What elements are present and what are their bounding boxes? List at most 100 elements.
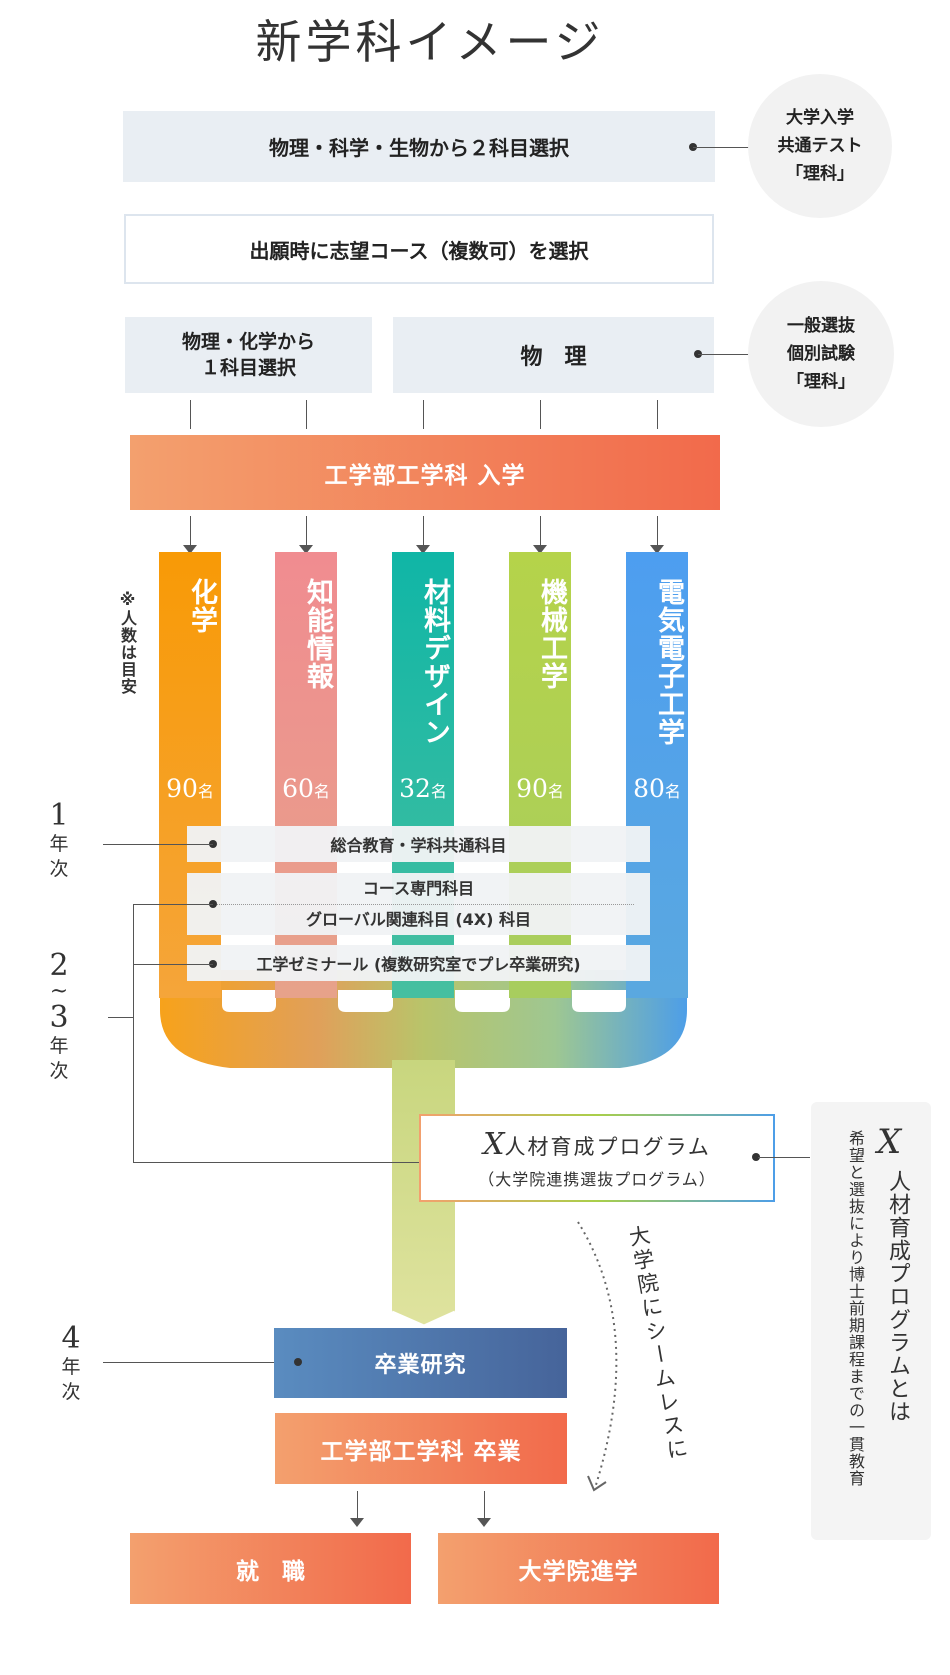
select-line-2: １科目選択: [200, 357, 296, 379]
course-choice-box: 出願時に志望コース（複数可）を選択: [124, 214, 714, 284]
circle-line-1: 大学入学: [786, 108, 854, 128]
year1-connector: [103, 844, 213, 845]
arrow-line: [357, 1491, 358, 1520]
arrow-down-icon: [183, 545, 197, 554]
year-number: 1: [49, 798, 69, 833]
funnel-notch: [455, 990, 510, 1012]
year-tilde: ~: [49, 979, 69, 1004]
course-label: 材料デザイン: [419, 578, 450, 746]
common-test-circle: 大学入学 共通テスト 「理科」: [748, 74, 892, 218]
connector-line: [693, 147, 755, 148]
course-specialized-label: コース専門科目: [362, 878, 475, 898]
page-title: 新学科イメージ: [255, 15, 605, 69]
graduation-bar: 工学部工学科 卒業: [275, 1413, 567, 1484]
year23-connector: [108, 1017, 134, 1018]
tick-line: [306, 400, 307, 429]
count-value: 90: [516, 774, 548, 803]
year-number: 2: [49, 948, 69, 983]
dotted-divider: [203, 903, 634, 905]
seamless-arrowhead: [587, 1475, 607, 1492]
circle-line-2: 個別試験: [787, 344, 855, 364]
x-program-box: X人材育成プログラム （大学院連携選抜プログラム）: [419, 1114, 775, 1202]
year-2-3-label: 2 ~ 3 年 次: [44, 950, 74, 1084]
bracket-to-xprogram: [133, 1162, 433, 1163]
arrow-down-icon: [350, 1518, 364, 1527]
funnel-notch: [572, 990, 626, 1012]
year-char: 次: [49, 858, 69, 880]
circle-line-1: 一般選抜: [787, 316, 855, 336]
tick-line: [540, 400, 541, 429]
count-unit: 名: [197, 782, 214, 801]
xprogram-dot-right: [752, 1153, 760, 1161]
x-info-desc: 希望と選抜により博士前期課程までの一貫教育: [846, 1130, 865, 1487]
connector-line: [698, 354, 762, 355]
strip-dot: [209, 840, 217, 848]
physics-chemistry-select-box: 物理・化学から １科目選択: [125, 317, 372, 393]
engineering-seminar-strip: 工学ゼミナール (複数研究室でプレ卒業研究): [187, 945, 650, 981]
tick-line: [190, 400, 191, 429]
x-program-sub: （大学院連携選抜プログラム）: [478, 1169, 716, 1189]
year-number: 4: [61, 1321, 81, 1356]
year-char: 年: [49, 1035, 69, 1057]
course-label: 知能情報: [302, 578, 333, 690]
seamless-dotted-curve: [577, 1221, 618, 1489]
count-unit: 名: [664, 782, 681, 801]
year-char: 年: [49, 833, 69, 855]
arrow-line: [540, 516, 541, 546]
x-program-name: 人材育成プログラム: [504, 1134, 711, 1159]
graduation-research-bar: 卒業研究: [274, 1328, 567, 1398]
arrow-line: [657, 516, 658, 546]
course-count: 80名: [626, 774, 688, 803]
funnel-notch: [222, 990, 276, 1012]
course-label: 電気電子工学: [653, 578, 684, 746]
xprogram-info-connector: [758, 1157, 810, 1158]
year-char: 次: [49, 1060, 69, 1082]
course-label: 機械工学: [536, 578, 567, 690]
grad-school-box: 大学院進学: [438, 1533, 719, 1604]
arrow-down-icon: [477, 1518, 491, 1527]
circle-line-3: 「理科」: [786, 164, 854, 184]
year-char: 次: [61, 1381, 81, 1403]
course-count: 60名: [275, 774, 337, 803]
year-4-label: 4 年 次: [56, 1323, 86, 1405]
arrow-line: [306, 516, 307, 546]
headcount-note: ※人数は目安: [118, 590, 137, 695]
count-unit: 名: [547, 782, 564, 801]
arrow-down-icon: [533, 545, 547, 554]
arrow-down-icon: [299, 545, 313, 554]
count-value: 80: [633, 774, 665, 803]
course-count: 90名: [509, 774, 571, 803]
circle-line-2: 共通テスト: [777, 136, 863, 156]
employment-box: 就 職: [130, 1533, 411, 1604]
research-dot: [294, 1358, 302, 1366]
general-exam-circle: 一般選抜 個別試験 「理科」: [748, 281, 894, 427]
physics-box: 物 理: [393, 317, 714, 393]
admission-bar: 工学部工学科 入学: [130, 435, 720, 510]
count-value: 60: [282, 774, 314, 803]
x-info-panel: 希望と選抜により博士前期課程までの一貫教育 X 人材育成プログラムとは: [811, 1102, 931, 1540]
bracket-to-course: [133, 904, 213, 905]
year-1-label: 1 年 次: [44, 800, 74, 882]
count-unit: 名: [430, 782, 447, 801]
year-number: 3: [49, 1000, 69, 1035]
global-subjects-label: グローバル関連科目 (4X) 科目: [305, 909, 532, 929]
course-specialized-strip: コース専門科目 グローバル関連科目 (4X) 科目: [187, 873, 650, 935]
stem-chevron: [391, 1310, 456, 1328]
strip-dot: [209, 900, 217, 908]
x-letter: X: [483, 1126, 505, 1162]
tick-line: [423, 400, 424, 429]
arrow-down-icon: [416, 545, 430, 554]
arrow-line: [190, 516, 191, 546]
count-unit: 名: [313, 782, 330, 801]
select-line-1: 物理・化学から: [181, 331, 315, 353]
arrow-line: [423, 516, 424, 546]
year4-connector: [103, 1362, 297, 1363]
year23-bracket: [133, 904, 134, 1163]
x-info-title: 人材育成プログラムとは: [885, 1170, 910, 1423]
funnel-notch: [338, 990, 393, 1012]
general-education-strip: 総合教育・学科共通科目: [187, 826, 650, 862]
arrow-down-icon: [650, 545, 664, 554]
course-count: 32名: [392, 774, 454, 803]
year-char: 年: [61, 1356, 81, 1378]
